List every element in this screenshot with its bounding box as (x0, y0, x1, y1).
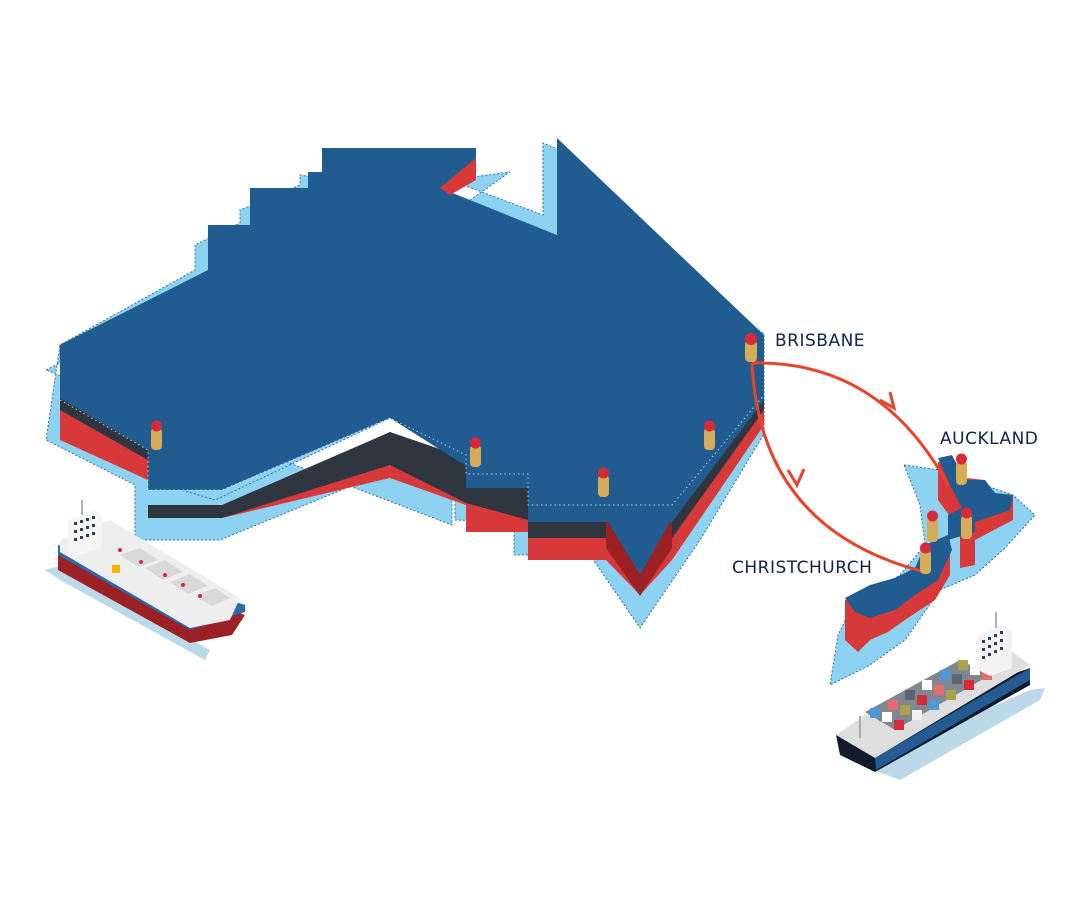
australia-coast-dotted (59, 394, 765, 506)
container-ship-icon (836, 612, 1045, 780)
australia-top (60, 138, 764, 522)
australia-side-dark (60, 395, 764, 538)
route-brisbane-christchurch (750, 362, 926, 574)
label-auckland: AUCKLAND (940, 429, 1039, 449)
label-brisbane: BRISBANE (775, 331, 866, 351)
australia-south-tip-top (608, 522, 670, 575)
shipping-routes (750, 361, 950, 574)
pin-west[interactable] (151, 420, 162, 451)
port-pins (151, 333, 972, 574)
route-brisbane-auckland (751, 361, 950, 486)
pin-south-central[interactable] (470, 437, 481, 468)
route-arrow-auckland (879, 391, 897, 412)
pin-auckland[interactable] (956, 453, 967, 486)
pin-brisbane[interactable] (745, 333, 757, 362)
pin-southeast[interactable] (704, 420, 715, 451)
pin-south[interactable] (598, 467, 609, 498)
pin-nz-north-2[interactable] (961, 507, 972, 540)
australia-north-notch-side (440, 158, 476, 195)
pin-christchurch[interactable] (920, 542, 931, 575)
label-christchurch: CHRISTCHURCH (732, 558, 873, 578)
australia-landmass (44, 138, 765, 629)
australia-side-red (60, 400, 764, 595)
pin-nz-south-1[interactable] (927, 510, 938, 543)
route-arrow-christchurch (786, 468, 806, 489)
containers (865, 660, 992, 730)
bulk-carrier-ship-icon (45, 500, 245, 660)
